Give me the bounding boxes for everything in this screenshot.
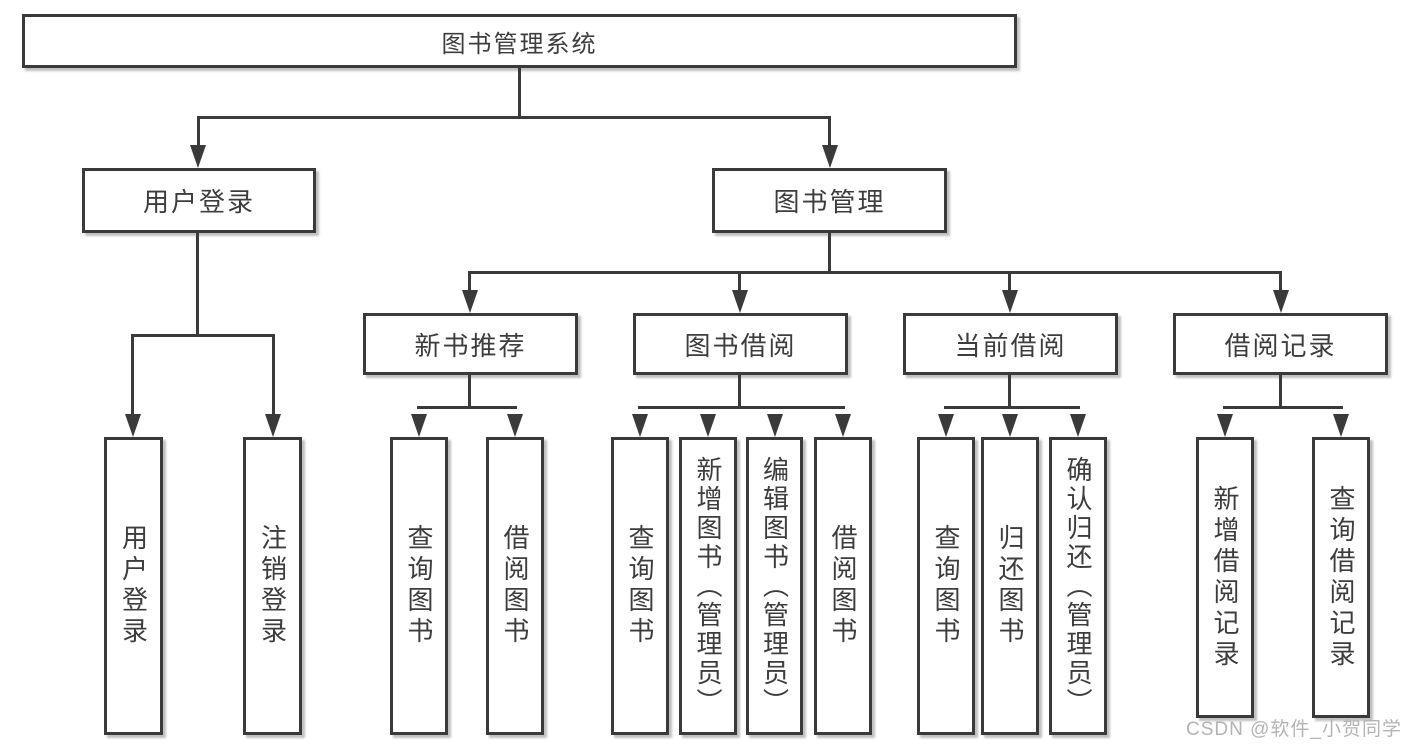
leaf-search-book-2: 查询图书: [611, 437, 669, 735]
connector-line: [272, 334, 275, 417]
connector-line: [828, 116, 831, 149]
leaf-borrow-book-1: 借阅图书: [486, 437, 544, 735]
node-borrow-record: 借阅记录: [1173, 313, 1388, 375]
arrow-down-icon: [1002, 414, 1018, 437]
arrow-down-icon: [1273, 290, 1289, 313]
arrow-down-icon: [732, 290, 748, 313]
arrow-down-icon: [632, 414, 648, 437]
arrow-down-icon: [822, 145, 838, 168]
connector-line: [518, 68, 521, 119]
arrow-down-icon: [507, 414, 523, 437]
connector-line: [738, 271, 741, 293]
arrow-down-icon: [767, 414, 783, 437]
arrow-down-icon: [265, 414, 281, 437]
connector-line: [1008, 271, 1011, 293]
connector-line: [468, 271, 471, 293]
connector-line: [1008, 375, 1011, 409]
arrow-down-icon: [462, 290, 478, 313]
connector-line: [197, 116, 200, 149]
arrow-down-icon: [411, 414, 427, 437]
leaf-search-book-3: 查询图书: [917, 437, 975, 735]
connector-line: [468, 271, 1282, 274]
node-current-borrow: 当前借阅: [903, 313, 1118, 375]
node-root: 图书管理系统: [22, 14, 1017, 68]
connector-line: [131, 334, 275, 337]
leaf-confirm-return-admin: 确认归还（管理员）: [1049, 437, 1107, 735]
node-book-borrow: 图书借阅: [633, 313, 848, 375]
leaf-search-book-1: 查询图书: [390, 437, 448, 735]
arrow-down-icon: [190, 145, 206, 168]
csdn-watermark: CSDN @软件_小贺同学: [1186, 719, 1402, 740]
connector-line: [468, 375, 471, 409]
connector-line: [131, 334, 134, 417]
arrow-down-icon: [125, 414, 141, 437]
arrow-down-icon: [700, 414, 716, 437]
node-user-login: 用户登录: [82, 168, 316, 233]
leaf-add-book-admin: 新增图书（管理员）: [679, 437, 737, 735]
leaf-return-book: 归还图书: [981, 437, 1039, 735]
node-new-book-recommend: 新书推荐: [363, 313, 578, 375]
connector-line: [638, 406, 845, 409]
arrow-down-icon: [1217, 414, 1233, 437]
connector-line: [944, 406, 1080, 409]
arrow-down-icon: [1333, 414, 1349, 437]
leaf-search-borrow-record: 查询借阅记录: [1312, 437, 1370, 718]
leaf-logout: 注销登录: [243, 437, 302, 735]
arrow-down-icon: [938, 414, 954, 437]
connector-line: [417, 406, 517, 409]
arrow-down-icon: [835, 414, 851, 437]
leaf-edit-book-admin: 编辑图书（管理员）: [746, 437, 803, 735]
leaf-add-borrow-record: 新增借阅记录: [1196, 437, 1254, 718]
connector-line: [738, 375, 741, 409]
leaf-borrow-book-2: 借阅图书: [814, 437, 872, 735]
connector-line: [1223, 406, 1343, 409]
connector-line: [197, 116, 831, 119]
node-book-manage: 图书管理: [712, 168, 947, 233]
arrow-down-icon: [1070, 414, 1086, 437]
connector-line: [1279, 375, 1282, 409]
connector-line: [828, 233, 831, 274]
arrow-down-icon: [1002, 290, 1018, 313]
connector-line: [196, 233, 199, 337]
leaf-user-login: 用户登录: [104, 437, 163, 735]
connector-line: [1279, 271, 1282, 293]
